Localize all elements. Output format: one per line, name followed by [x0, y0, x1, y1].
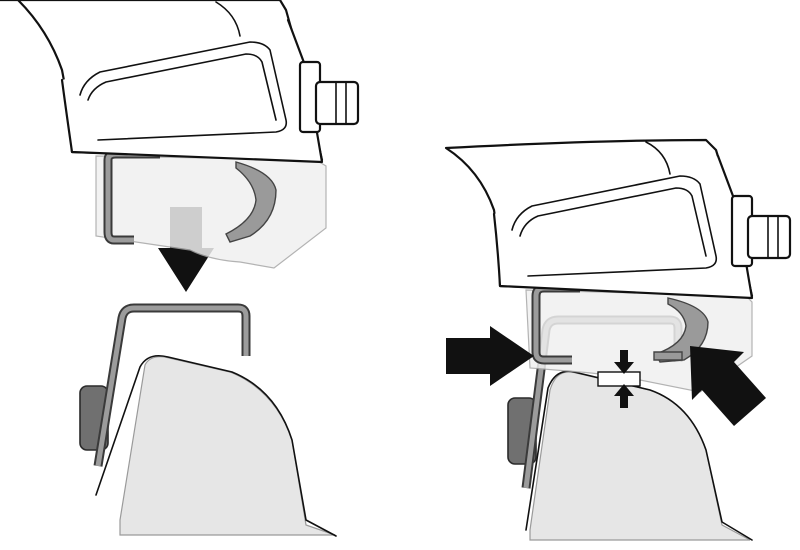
housing-right-panel	[511, 175, 718, 277]
base-body	[119, 356, 336, 536]
gap-box	[597, 371, 641, 387]
housing-left-panel	[79, 41, 288, 141]
gap-arrow-top	[614, 350, 634, 374]
receiver-shade	[95, 155, 327, 269]
bracket-loose-inner	[95, 305, 249, 467]
receiver-tab-right	[653, 351, 683, 361]
left-push-arrow	[446, 326, 534, 386]
receiver-claw	[225, 161, 277, 243]
housing-right-panel-inner	[519, 187, 707, 257]
side-connector-right	[730, 194, 792, 268]
mounting-base	[79, 354, 337, 537]
gap-arrow-bottom	[614, 384, 634, 408]
right-push-arrow	[690, 346, 766, 426]
gap-indicator	[597, 350, 641, 408]
side-connector	[298, 60, 360, 134]
panel-before-attach	[0, 0, 360, 537]
housing-right-ridge	[645, 141, 671, 175]
panel-after-attach	[444, 138, 792, 541]
housing-left-ridge	[215, 1, 241, 37]
base-outline-right	[525, 370, 753, 541]
base-outline	[95, 354, 337, 537]
housing-left-front	[60, 18, 324, 164]
housing-left-panel-inner	[87, 53, 277, 121]
